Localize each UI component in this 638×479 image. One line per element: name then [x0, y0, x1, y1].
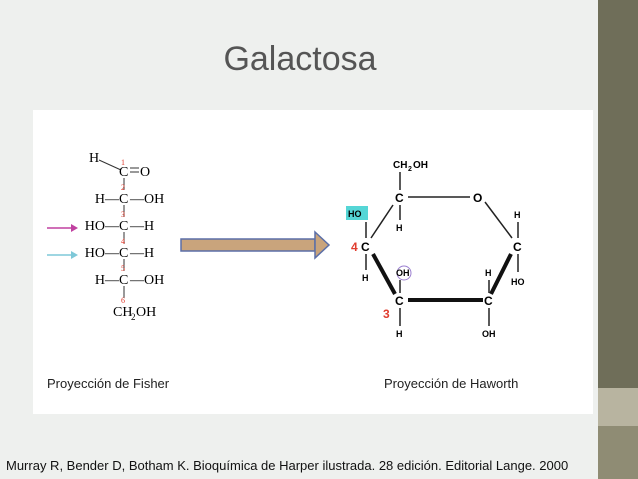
magenta-arrow-head — [71, 224, 78, 232]
fisher-left-3: HO— — [85, 219, 120, 234]
haworth-ch2oh-sub: 2 — [408, 166, 412, 173]
fisher-top-o: O — [140, 165, 150, 180]
fisher-left-2: H— — [95, 192, 120, 207]
fisher-right-3: —H — [129, 219, 154, 234]
fisher-ch2-oh: OH — [136, 305, 156, 320]
haworth-num-4: 4 — [351, 240, 358, 254]
fisher-right-2: —OH — [129, 192, 164, 207]
fisher-c1: C — [119, 165, 128, 180]
haworth-c4-ho: HO — [348, 209, 362, 219]
haworth-c5: C — [395, 191, 404, 205]
structure-diagram: H C 1 O 2 H— C —OH 3 HO— C —H 4 HO— C —H… — [47, 151, 525, 339]
haworth-bond-c5-c4 — [370, 204, 394, 239]
fisher-ch2: CH — [113, 305, 132, 320]
citation: Murray R, Bender D, Botham K. Bioquímica… — [6, 458, 569, 473]
fisher-top-h: H — [89, 151, 99, 166]
haworth-c2-oh: OH — [482, 329, 496, 339]
haworth-c2-h: H — [485, 268, 492, 278]
fisher-num-6: 6 — [121, 296, 125, 305]
haworth-bond-c1-c2 — [489, 253, 513, 295]
haworth-c1-h: H — [514, 210, 521, 220]
haworth-caption: Proyección de Haworth — [384, 376, 519, 391]
cyan-arrow-head — [71, 251, 78, 259]
fisher-num-1: 1 — [121, 158, 125, 167]
galactose-figure: H C 1 O 2 H— C —OH 3 HO— C —H 4 HO— C —H… — [33, 110, 593, 414]
haworth-ring-o: O — [473, 191, 482, 205]
fisher-right-4: —H — [129, 246, 154, 261]
haworth-oh-highlight — [396, 265, 412, 281]
haworth-num-3: 3 — [383, 307, 390, 321]
haworth-c3: C — [395, 294, 404, 308]
conversion-arrow-head — [314, 230, 331, 260]
fisher-c5: C — [119, 273, 128, 288]
sidebar-band-bottom — [598, 426, 638, 479]
fisher-bond-h — [98, 159, 122, 171]
conversion-arrow — [180, 230, 331, 260]
haworth-ch2oh-tail: OH — [413, 160, 428, 171]
fisher-c4: C — [119, 246, 128, 261]
haworth-c2: C — [484, 294, 493, 308]
sidebar-band-top — [598, 0, 638, 388]
decorative-sidebar — [598, 0, 638, 479]
haworth-c1: C — [513, 240, 522, 254]
haworth-ho-highlight — [346, 206, 368, 220]
haworth-bond-o-c1 — [484, 201, 513, 239]
haworth-ch2oh: CH — [393, 160, 407, 171]
fisher-left-5: H— — [95, 273, 120, 288]
fisher-ch2-sub: 2 — [131, 312, 136, 322]
fisher-num-4: 4 — [121, 237, 125, 246]
fisher-right-5: —OH — [129, 273, 164, 288]
slide-title: Galactosa — [223, 40, 377, 78]
fisher-left-4: HO— — [85, 246, 120, 261]
fisher-c2: C — [119, 192, 128, 207]
haworth-c4: C — [361, 240, 370, 254]
fisher-c3: C — [119, 219, 128, 234]
haworth-c4-h: H — [362, 273, 369, 283]
haworth-c5-h: H — [396, 223, 403, 233]
fisher-caption: Proyección de Fisher — [47, 376, 170, 391]
haworth-c3-oh: OH — [396, 268, 410, 278]
fisher-projection: H C 1 O 2 H— C —OH 3 HO— C —H 4 HO— C —H… — [47, 151, 164, 322]
haworth-bond-c4-c3 — [371, 253, 397, 295]
fisher-num-3: 3 — [121, 210, 125, 219]
haworth-c3-h: H — [396, 329, 403, 339]
sidebar-band-middle — [598, 388, 638, 426]
haworth-c1-ho: HO — [511, 277, 525, 287]
fisher-num-5: 5 — [121, 264, 125, 273]
conversion-arrow-shaft — [180, 238, 316, 252]
haworth-projection: CH 2 OH C H O HO 4 C H H C — [346, 160, 525, 339]
fisher-num-2: 2 — [121, 183, 125, 192]
